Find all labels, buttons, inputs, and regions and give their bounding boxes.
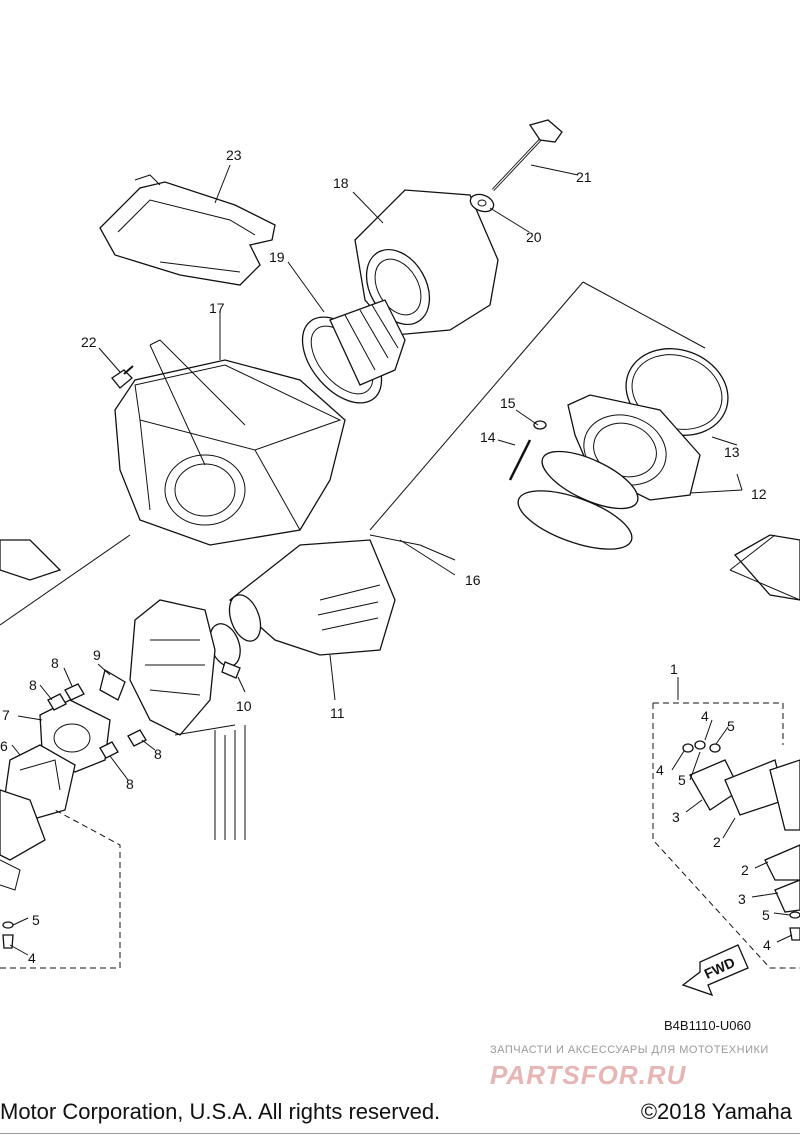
callout-23: 23 (226, 147, 242, 163)
copyright-left-text: Motor Corporation, U.S.A. All rights res… (0, 1099, 441, 1124)
part-20-washer (469, 193, 495, 213)
callout-11: 11 (330, 705, 345, 721)
part-14-pin (508, 439, 532, 481)
watermark-logo: PARTSFOR.RU (490, 1060, 687, 1090)
right-reed-group (682, 740, 800, 941)
callout-21: 21 (576, 169, 592, 185)
right-cylinder-fragment (733, 534, 800, 601)
callout-20: 20 (526, 229, 542, 245)
callout-8c: 8 (154, 746, 162, 762)
callouts: 23 18 21 20 19 17 22 15 14 13 12 16 9 8 … (0, 147, 771, 966)
bolt-8-group (47, 683, 147, 759)
fwd-arrow: FWD (681, 944, 749, 997)
callout-7: 7 (2, 707, 10, 723)
hose-clamp-upper (517, 450, 639, 550)
part-23-cover (99, 174, 276, 286)
part-15-washer (533, 420, 547, 430)
callout-4b: 4 (656, 762, 664, 778)
callout-5a: 5 (727, 718, 735, 734)
copyright-right-text: ©2018 Yamaha (640, 1099, 792, 1124)
part-19-filter-cage (301, 299, 406, 404)
left-cylinder-fragment (0, 789, 46, 891)
part-16-bracket (369, 534, 456, 561)
callout-8a: 8 (51, 655, 59, 671)
callout-19: 19 (269, 249, 285, 265)
part-17-airbox (114, 359, 346, 546)
dashed-group-outlines (0, 702, 800, 969)
callout-22: 22 (81, 334, 97, 350)
part-22-screw (111, 365, 134, 389)
bottom-divider (0, 1133, 800, 1134)
callout-2b: 2 (741, 862, 749, 878)
left-fasteners (2, 921, 14, 949)
callout-15: 15 (500, 395, 516, 411)
carburetor (129, 599, 246, 840)
watermark-subtitle: ЗАПЧАСТИ И АКСЕССУАРЫ ДЛЯ МОТОТЕХНИКИ (490, 1044, 769, 1056)
callout-8b: 8 (29, 677, 37, 693)
callout-3a: 3 (672, 809, 680, 825)
callout-2a: 2 (713, 834, 721, 850)
reference-lines (0, 281, 800, 626)
callout-5c: 5 (762, 907, 770, 923)
callout-12: 12 (751, 486, 767, 502)
callout-10: 10 (236, 698, 252, 714)
callout-5d: 5 (32, 912, 40, 928)
callout-13: 13 (724, 444, 740, 460)
callout-9: 9 (93, 647, 101, 663)
part-9-bracket (99, 668, 126, 701)
callout-17: 17 (209, 300, 225, 316)
callout-4a: 4 (701, 708, 709, 724)
callout-3b: 3 (738, 891, 746, 907)
copyright-bar: Motor Corporation, U.S.A. All rights res… (0, 1095, 800, 1135)
callout-6: 6 (0, 738, 8, 754)
callout-14: 14 (480, 429, 496, 445)
left-box-fragment (0, 539, 62, 581)
part-11-intake-joint (228, 539, 396, 656)
leader-lines (9, 164, 793, 956)
callout-4c: 4 (763, 937, 771, 953)
callout-18: 18 (333, 175, 349, 191)
callout-16: 16 (465, 572, 481, 588)
callout-4d: 4 (28, 950, 36, 966)
callout-8d: 8 (126, 776, 134, 792)
part-21-bolt (491, 119, 563, 192)
callout-1: 1 (670, 661, 678, 677)
callout-5b: 5 (678, 772, 686, 788)
diagram-code: B4B1110-U060 (664, 1018, 751, 1033)
